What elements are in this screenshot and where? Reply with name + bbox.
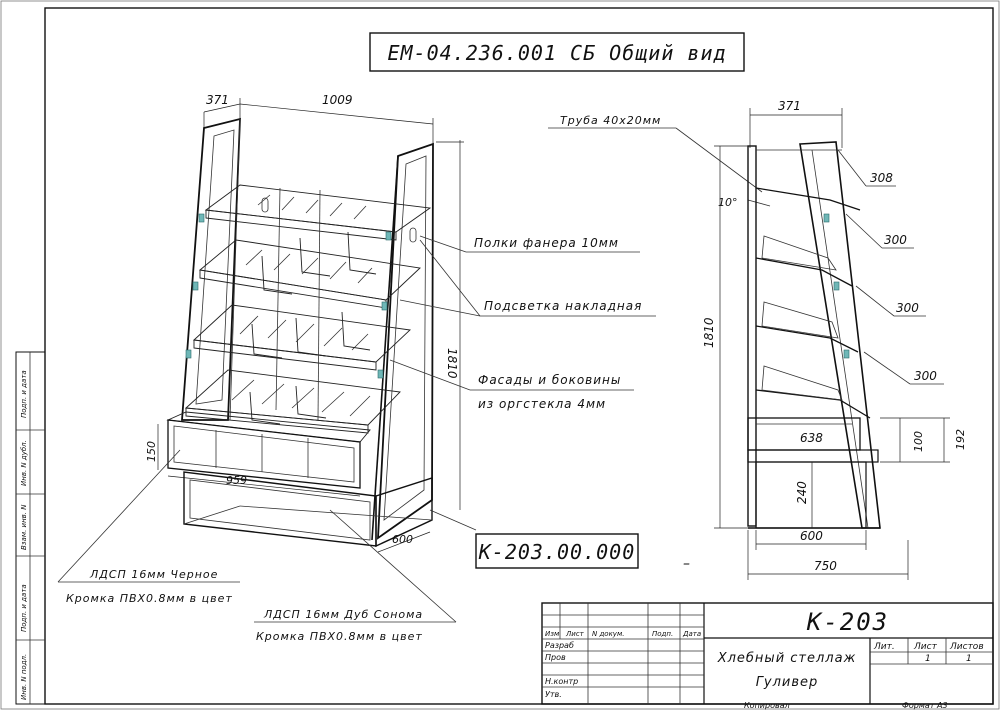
tb-sheet-value: 1 <box>925 654 931 664</box>
front-drawer: 150 959 <box>145 411 371 497</box>
part-number: К-203.00.000 <box>478 540 636 564</box>
lighting-markers <box>185 213 392 379</box>
title-box <box>369 32 745 72</box>
tb-col-izm: Изм <box>545 630 560 638</box>
front-base: 600 <box>183 471 433 553</box>
title-block: Изм Лист N докум. Подп. Дата Разраб Пров… <box>541 602 994 710</box>
callout-chip-black-2: Кромка ПВХ0.8мм в цвет <box>66 592 233 605</box>
dash-mark: – <box>683 556 690 572</box>
front-dim-width: 1009 <box>322 93 353 107</box>
side-pipe-label: Труба 40х20мм <box>560 114 661 127</box>
side-dim-drawer-depth: 638 <box>800 431 823 445</box>
callout-facades-1: Фасады и боковины <box>478 373 621 387</box>
tb-sheets: Листов <box>949 642 984 652</box>
tb-name-1: Хлебный стеллаж <box>717 651 857 666</box>
front-dim-base-depth: 600 <box>392 533 413 546</box>
drawing-title: ЕМ-04.236.001 СБ Общий вид <box>387 41 726 65</box>
side-dim-depth-top: 371 <box>778 99 801 113</box>
side-view: 371 Труба 40х20мм 10° 638 <box>548 99 967 580</box>
callout-shelves: Полки фанера 10мм <box>474 236 619 250</box>
front-dim-drawer-h: 150 <box>145 441 158 462</box>
side-strip-label-4: Подп. и дата <box>20 584 28 632</box>
tb-row-approved: Утв. <box>545 690 562 699</box>
side-strip-label-5: Инв. N подл. <box>20 654 28 700</box>
tb-col-list: Лист <box>565 630 585 638</box>
side-shelf-dim-3: 300 <box>896 301 919 315</box>
tb-col-sign: Подп. <box>652 630 673 638</box>
side-strip-label-3: Взам. инв. N <box>20 504 28 550</box>
side-dim-total-depth: 750 <box>814 559 837 573</box>
side-shelf-dim-2: 300 <box>884 233 907 247</box>
side-angle: 10° <box>718 196 738 209</box>
front-dim-height: 1810 <box>445 348 459 379</box>
tb-copied: Копировал <box>744 701 790 710</box>
side-dim-drawer-h: 100 <box>912 431 925 452</box>
callout-chip-black-1: ЛДСП 16мм Черное <box>89 568 218 581</box>
side-dim-192: 192 <box>954 429 967 450</box>
side-strip-label-1: Подп. и дата <box>20 370 28 418</box>
callout-chip-oak-1: ЛДСП 16мм Дуб Сонома <box>263 608 423 621</box>
tb-format: Формат А3 <box>902 701 948 710</box>
side-strip: Подп. и дата Инв. N дубл. Взам. инв. N П… <box>15 351 46 705</box>
front-view: 371 1009 <box>145 93 464 553</box>
tb-sheets-value: 1 <box>966 654 972 664</box>
side-strip-label-2: Инв. N дубл. <box>20 440 28 486</box>
tb-lit: Лит. <box>873 642 895 652</box>
callout-facades-2: из оргстекла 4мм <box>478 397 606 411</box>
callout-chip-oak-2: Кромка ПВХ0.8мм в цвет <box>256 630 423 643</box>
part-number-box <box>475 533 639 569</box>
callout-lighting: Подсветка накладная <box>484 299 642 313</box>
front-dim-depth: 371 <box>206 93 229 107</box>
side-shelf-dim-1: 308 <box>870 171 893 185</box>
tb-sheet: Лист <box>913 642 938 652</box>
tb-designation: К-203 <box>806 608 889 636</box>
side-dim-base-depth: 600 <box>800 529 823 543</box>
side-dim-240: 240 <box>795 481 809 504</box>
callouts: Полки фанера 10мм Подсветка накладная Фа… <box>57 235 690 643</box>
tb-row-normcontrol: Н.контр <box>545 677 578 686</box>
side-shelf-dim-4: 300 <box>914 369 937 383</box>
tb-name-2: Гуливер <box>756 675 819 690</box>
tb-row-checked: Пров <box>545 653 566 662</box>
tb-col-doc: N докум. <box>592 630 624 638</box>
tb-row-developer: Разраб <box>545 641 574 650</box>
side-dim-height: 1810 <box>702 317 716 348</box>
tb-col-date: Дата <box>682 630 701 638</box>
